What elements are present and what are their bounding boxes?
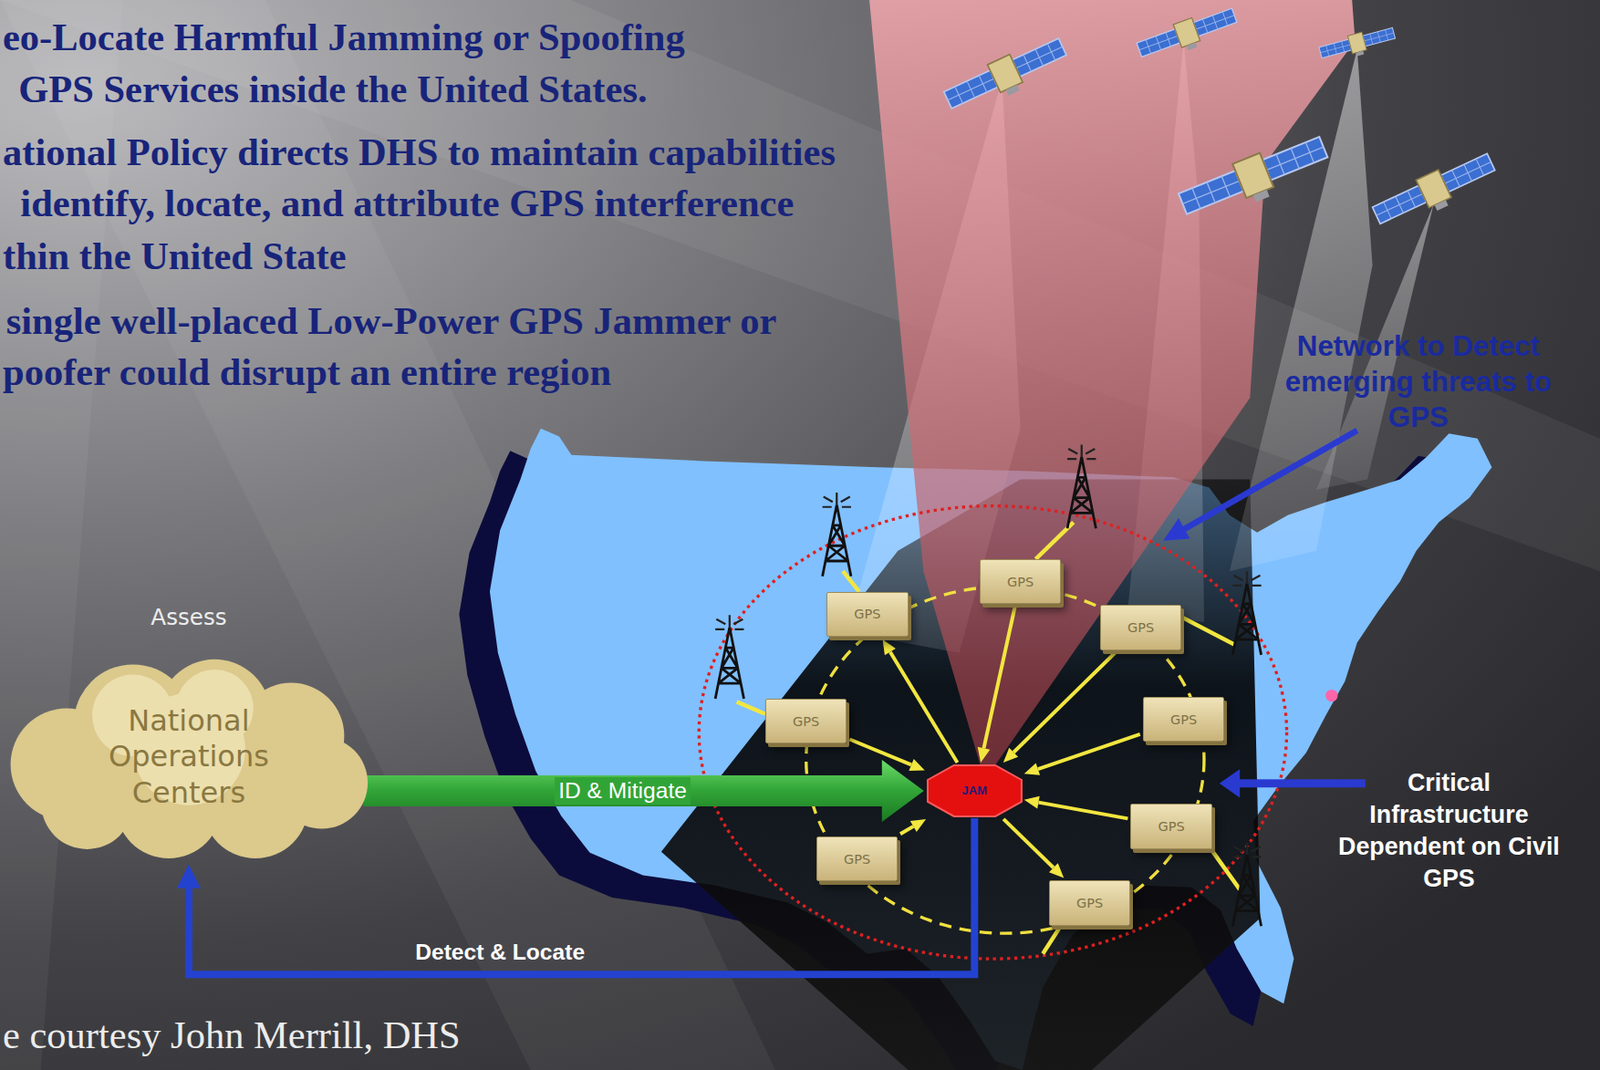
radio-tower	[1232, 842, 1261, 927]
operations-cloud: AssessNational Operations Centers	[5, 652, 374, 862]
detection-network-ring	[698, 506, 1287, 959]
pink-signal-beam	[869, 0, 1355, 780]
connector-line	[188, 818, 975, 975]
node-label: GPS	[853, 606, 881, 622]
gps-receiver-box: GPS	[1130, 803, 1212, 849]
arrowhead	[176, 864, 201, 889]
radio-tower	[1067, 445, 1096, 530]
arrowhead	[883, 639, 896, 655]
edge-label: Detect & Locate	[415, 938, 585, 967]
gps-receiver-box: GPS	[1049, 880, 1131, 925]
gps-receiver-box: GPS	[1100, 604, 1182, 650]
connector	[1024, 796, 1129, 820]
node-label: GPS	[843, 851, 871, 867]
node-label: GPS	[1007, 574, 1034, 590]
callout-text: Network to Detect emerging threats to GP…	[1263, 328, 1574, 436]
arrowhead	[977, 747, 991, 763]
radio-tower	[1232, 571, 1261, 655]
heading-line: GPS Services inside the United States.	[18, 68, 647, 112]
edge-label: ID & Mitigate	[554, 777, 691, 805]
receiver-ring	[806, 586, 1205, 934]
connector	[977, 606, 1016, 763]
heading-line: ational Policy directs DHS to maintain c…	[2, 131, 836, 175]
connector	[176, 818, 975, 975]
octagon	[927, 765, 1022, 817]
heading-line: identify, locate, and attribute GPS inte…	[20, 182, 794, 226]
gps-satellite	[1134, 3, 1240, 66]
gps-satellite	[1318, 23, 1398, 65]
heading-line: poofer could disrupt an entire region	[2, 351, 612, 395]
gps-receiver-box: GPS	[816, 836, 898, 882]
arrowhead	[1003, 748, 1019, 763]
heading-line: thin the United State	[2, 235, 347, 279]
connector-line	[900, 826, 914, 834]
gps-receiver-box: GPS	[979, 559, 1061, 604]
connector	[1024, 734, 1141, 776]
connector-line	[890, 652, 958, 763]
node-heading: Assess	[5, 604, 374, 631]
cloud-body	[10, 659, 368, 859]
node-label: GPS	[1076, 895, 1103, 911]
radio-tower	[822, 492, 852, 577]
connector	[883, 639, 958, 763]
node-label: JAM	[962, 783, 988, 798]
connector-line	[849, 739, 912, 766]
arrow-bar	[363, 759, 925, 822]
connector	[849, 739, 925, 771]
arrowhead	[1024, 796, 1040, 810]
connector	[1003, 653, 1116, 764]
signal-line	[737, 522, 1240, 955]
arrowhead	[1049, 862, 1064, 878]
connector	[363, 759, 925, 822]
radio-tower	[715, 614, 744, 699]
heading-line: eo-Locate Harmful Jamming or Spoofing	[2, 16, 686, 60]
gps-receiver-box: GPS	[1142, 696, 1225, 742]
arrowhead	[908, 758, 925, 771]
node-label: GPS	[792, 714, 820, 729]
node-label: GPS	[1158, 819, 1185, 834]
leader-arrow-line	[1184, 430, 1358, 530]
callout-text: Critical Infrastructure Dependent on Civ…	[1330, 767, 1567, 894]
connector-line	[1013, 653, 1115, 753]
node-label: GPS	[1170, 712, 1197, 728]
node-label: National Operations Centers	[83, 703, 294, 811]
leader-arrowhead	[1219, 768, 1240, 798]
heading-line: single well-placed Low-Power GPS Jammer …	[6, 300, 778, 343]
node-label: GPS	[1127, 620, 1154, 635]
arrowhead	[1024, 763, 1040, 776]
gps-satellite	[941, 32, 1072, 120]
connector-line	[1003, 819, 1054, 868]
connector-line	[984, 606, 1016, 749]
connector	[900, 819, 926, 834]
gps-receiver-box: GPS	[765, 698, 847, 744]
connector-line	[1038, 734, 1141, 769]
capital-dot	[1325, 689, 1338, 702]
credit-line: e courtesy John Merrill, DHS	[2, 1014, 461, 1058]
leader-arrow-line	[1236, 779, 1366, 788]
gps-satellite	[1175, 130, 1333, 229]
leader-arrowhead	[1163, 518, 1190, 541]
connector	[1003, 819, 1064, 879]
connector-line	[1038, 802, 1129, 820]
gps-satellite	[1370, 147, 1501, 235]
gps-receiver-box: GPS	[826, 592, 908, 637]
jammer-octagon: JAM	[927, 765, 1022, 817]
arrowhead	[910, 819, 926, 832]
